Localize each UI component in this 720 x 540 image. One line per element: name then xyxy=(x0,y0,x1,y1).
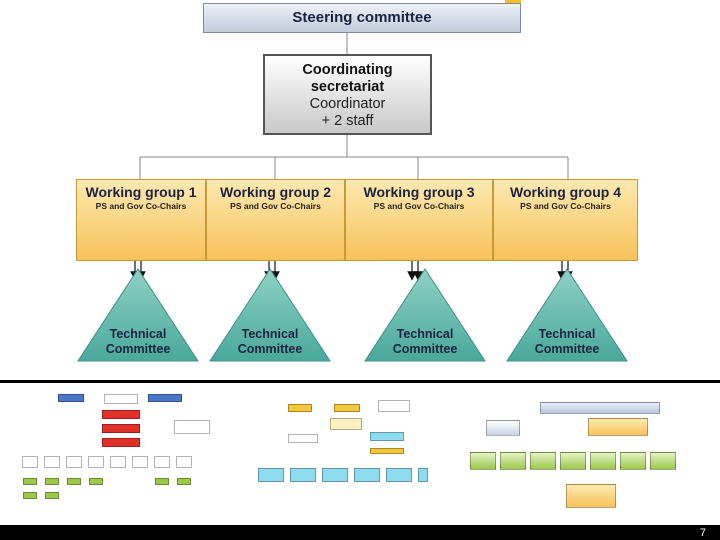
example-org-chart-thumbnail-2 xyxy=(258,388,428,520)
working-group-title: Working group 1 xyxy=(85,184,197,200)
coordinating-secretariat-box: Coordinating secretariat Coordinator + 2… xyxy=(263,54,432,135)
secretariat-detail-line1: Coordinator xyxy=(309,96,386,112)
working-group-1-box: Working group 1 PS and Gov Co-Chairs xyxy=(76,179,206,261)
working-group-subtitle: PS and Gov Co-Chairs xyxy=(373,201,465,211)
secretariat-title-line1: Coordinating xyxy=(302,62,393,78)
secretariat-title-line2: secretariat xyxy=(310,79,385,95)
working-group-subtitle: PS and Gov Co-Chairs xyxy=(95,201,187,211)
working-group-3-box: Working group 3 PS and Gov Co-Chairs xyxy=(345,179,493,261)
triangle-shape xyxy=(209,268,331,362)
page-number: 7 xyxy=(699,527,706,539)
triangle-shape xyxy=(77,268,199,362)
working-group-title: Working group 2 xyxy=(220,184,331,200)
working-group-title: Working group 3 xyxy=(363,184,475,200)
triangle-shape xyxy=(364,268,486,362)
slide-footer-bar xyxy=(0,525,720,540)
triangle-shape xyxy=(506,268,628,362)
working-group-2-box: Working group 2 PS and Gov Co-Chairs xyxy=(206,179,345,261)
working-group-4-box: Working group 4 PS and Gov Co-Chairs xyxy=(493,179,638,261)
secretariat-detail-line2: + 2 staff xyxy=(321,113,374,129)
steering-committee-box: Steering committee xyxy=(203,3,521,33)
header-accent xyxy=(505,0,521,3)
working-group-title: Working group 4 xyxy=(510,184,621,200)
working-group-subtitle: PS and Gov Co-Chairs xyxy=(520,201,611,211)
working-group-subtitle: PS and Gov Co-Chairs xyxy=(230,201,321,211)
section-divider xyxy=(0,380,720,383)
example-org-chart-thumbnail-1 xyxy=(22,388,222,520)
example-org-chart-thumbnail-3 xyxy=(470,388,698,520)
